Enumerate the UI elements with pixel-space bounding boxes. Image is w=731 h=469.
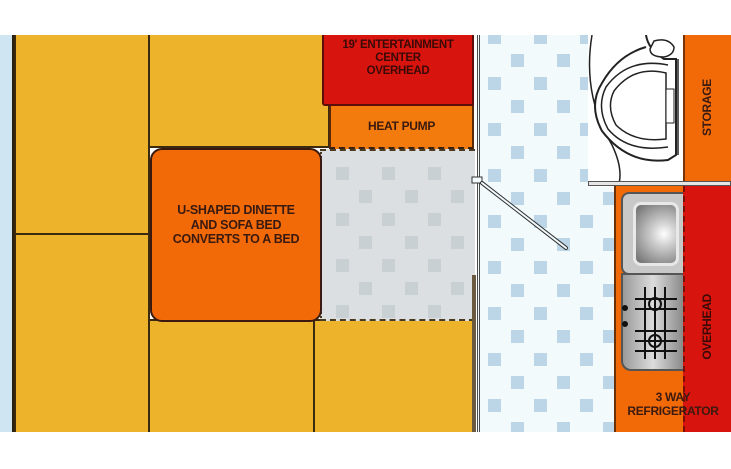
overhead-label: OVERHEAD	[700, 294, 714, 360]
dinette-label-line3: CONVERTS TO A BED	[172, 232, 300, 247]
stove-knob	[622, 305, 628, 311]
floor-plan: U-SHAPED DINETTE AND SOFA BED CONVERTS T…	[0, 35, 731, 432]
u-shaped-dinette: U-SHAPED DINETTE AND SOFA BED CONVERTS T…	[150, 148, 322, 322]
entertainment-label-line1: 19' ENTERTAINMENT	[342, 39, 454, 51]
dinette-label-line1: U-SHAPED DINETTE	[177, 203, 295, 218]
dinette-floor	[320, 149, 475, 321]
refrigerator-label-line1: 3 WAY	[655, 390, 691, 404]
storage-label: STORAGE	[700, 79, 715, 137]
dinette-cushion-bottom-right	[313, 319, 475, 432]
entertainment-center-label: 19' ENTERTAINMENT CENTER OVERHEAD	[324, 39, 472, 79]
storage-cabinet: STORAGE	[683, 35, 731, 183]
sofa-cushion-left-bottom	[14, 233, 150, 432]
stove-knob	[622, 321, 628, 327]
entertainment-center-overhead: 19' ENTERTAINMENT CENTER OVERHEAD	[322, 35, 474, 106]
overhead-cabinet: OVERHEAD	[683, 186, 731, 432]
entertainment-label-line3: OVERHEAD	[366, 65, 430, 78]
galley-wall	[472, 275, 476, 432]
dinette-label: U-SHAPED DINETTE AND SOFA BED CONVERTS T…	[172, 203, 300, 247]
sink-basin	[633, 202, 679, 266]
heat-pump-label: HEAT PUMP	[367, 118, 436, 133]
exterior-wall-left	[0, 35, 14, 432]
sofa-cushion-top	[148, 35, 330, 148]
sink-icon	[621, 192, 685, 275]
heat-pump: HEAT PUMP	[329, 106, 474, 149]
sofa-cushion-left-top	[14, 35, 150, 235]
refrigerator-label-line2: REFRIGERATOR	[627, 403, 719, 418]
toilet-icon	[588, 35, 684, 187]
refrigerator-label: 3 WAY REFRIGERATOR	[618, 390, 728, 419]
bathroom-door[interactable]	[470, 175, 580, 255]
dinette-cushion-bottom-left	[148, 319, 315, 432]
entertainment-label-line2: CENTER	[375, 52, 421, 65]
burner-grate	[635, 287, 677, 359]
stovetop-icon	[621, 273, 685, 371]
dinette-label-line2: AND SOFA BED	[190, 217, 282, 232]
